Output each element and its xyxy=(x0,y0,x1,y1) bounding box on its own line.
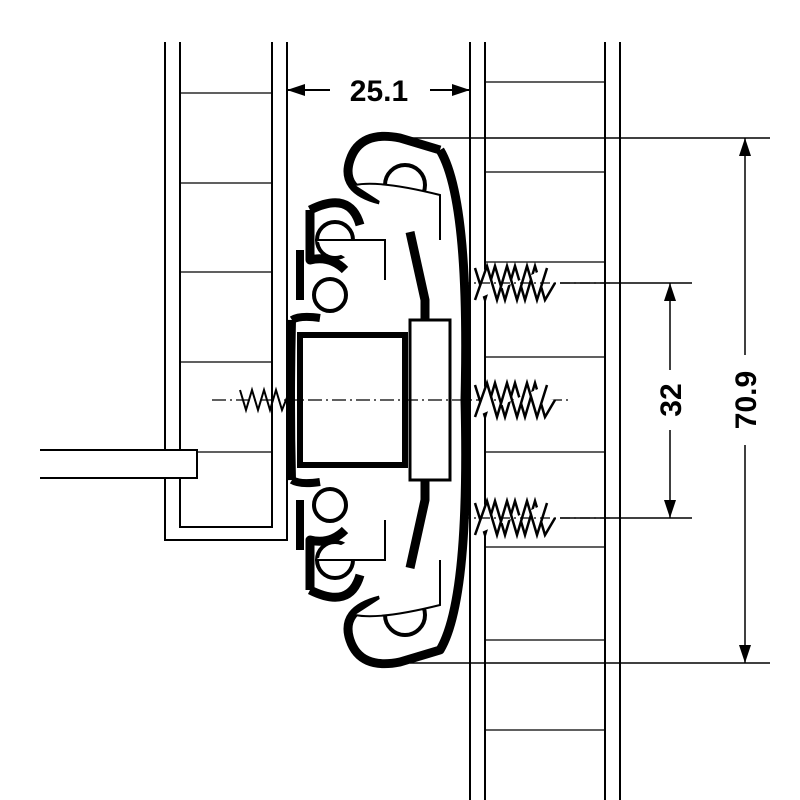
drawer-side-panel xyxy=(164,42,288,541)
dimension-25-1 xyxy=(287,84,470,96)
drawer-bottom xyxy=(40,449,198,479)
dimension-32 xyxy=(560,282,692,519)
cabinet-side-panel xyxy=(469,42,621,800)
screw-top xyxy=(473,261,557,305)
dimension-label-screw-spacing: 32 xyxy=(655,383,688,416)
cabinet-screws xyxy=(460,261,610,540)
screw-middle xyxy=(473,378,557,422)
dimension-label-height: 70.9 xyxy=(730,371,763,429)
screw-bottom xyxy=(473,496,557,540)
dimension-70-9 xyxy=(410,137,770,664)
dimension-label-width: 25.1 xyxy=(350,75,408,108)
drawer-screw xyxy=(239,386,289,414)
